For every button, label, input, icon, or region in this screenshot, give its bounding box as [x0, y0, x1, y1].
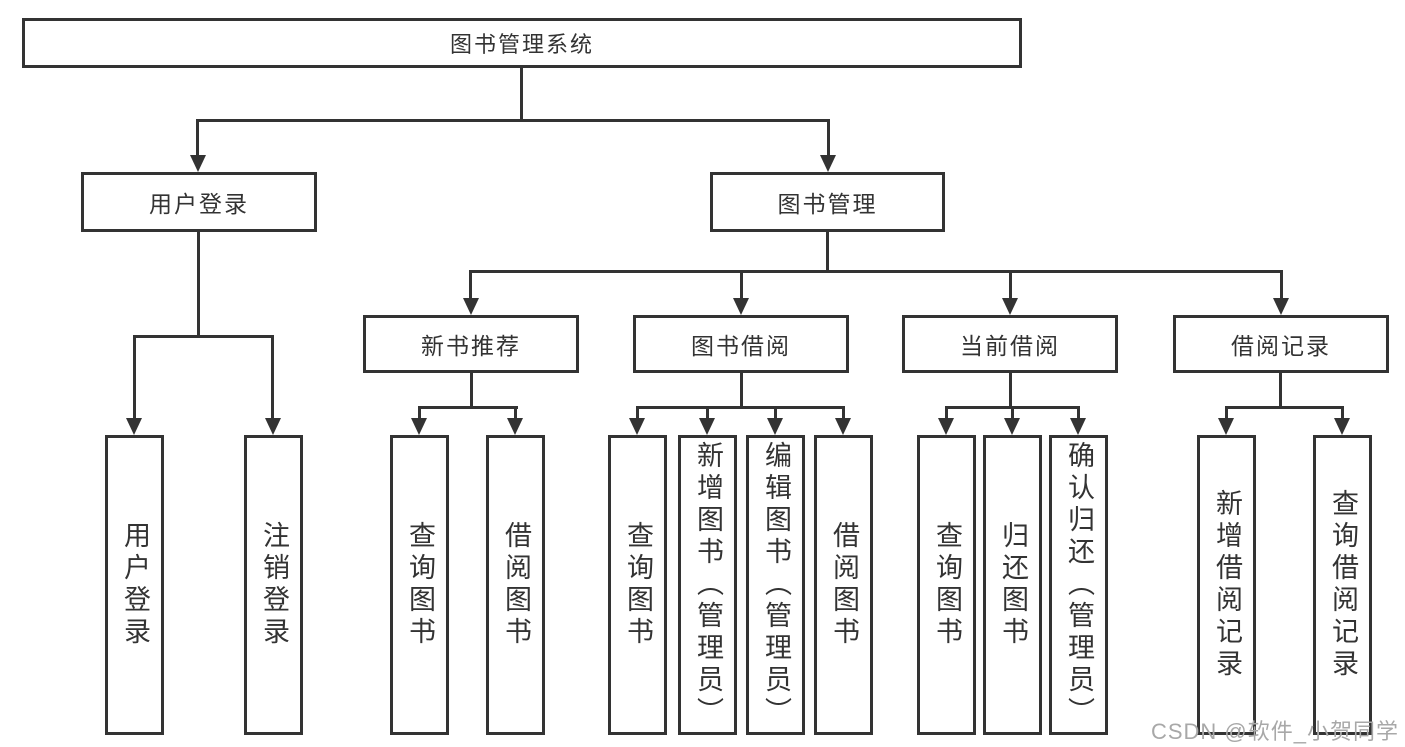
arrow-down	[1002, 298, 1018, 315]
arrow-down	[1334, 418, 1350, 435]
leaf-user-login: 用户登录	[105, 435, 164, 735]
connector-v	[706, 406, 709, 420]
node-book-borrow-label: 图书借阅	[691, 333, 791, 359]
node-root-label: 图书管理系统	[449, 32, 594, 57]
connector-h	[418, 406, 518, 409]
arrow-down	[265, 418, 281, 435]
connector-v	[520, 68, 523, 122]
leaf-borrow-query-book: 查询图书	[608, 435, 667, 735]
arrow-down	[463, 298, 479, 315]
connector-v	[469, 270, 472, 300]
leaf-edit-book-admin: 编辑图书（管理员）	[746, 435, 805, 735]
leaf-logout-label: 注销登录	[259, 521, 289, 649]
leaf-add-book-admin-label: 新增图书（管理员）	[693, 441, 723, 729]
arrow-down	[835, 418, 851, 435]
node-borrow-record: 借阅记录	[1173, 315, 1389, 373]
leaf-query-borrow-record-label: 查询借阅记录	[1328, 489, 1358, 681]
connector-v	[774, 406, 777, 420]
leaf-borrow-query-book-label: 查询图书	[623, 521, 653, 649]
leaf-add-borrow-record: 新增借阅记录	[1197, 435, 1256, 735]
arrow-down	[699, 418, 715, 435]
connector-v	[827, 119, 830, 158]
node-new-book-recommend: 新书推荐	[363, 315, 579, 373]
leaf-return-book-label: 归还图书	[998, 521, 1028, 649]
arrow-down	[190, 155, 206, 172]
leaf-recommend-query-book-label: 查询图书	[405, 521, 435, 649]
arrow-down	[126, 418, 142, 435]
leaf-recommend-borrow-book: 借阅图书	[486, 435, 545, 735]
connector-v	[740, 270, 743, 300]
connector-v	[1341, 406, 1344, 420]
leaf-logout: 注销登录	[244, 435, 303, 735]
connector-v	[196, 119, 199, 158]
node-borrow-record-label: 借阅记录	[1231, 333, 1331, 359]
arrow-down	[1218, 418, 1234, 435]
arrow-down	[1070, 418, 1086, 435]
node-current-borrow: 当前借阅	[902, 315, 1118, 373]
connector-v	[1279, 373, 1282, 409]
connector-v	[740, 373, 743, 409]
arrow-down	[767, 418, 783, 435]
node-current-borrow-label: 当前借阅	[960, 333, 1060, 359]
node-root-system: 图书管理系统	[22, 18, 1022, 68]
connector-v	[133, 335, 136, 420]
arrow-down	[938, 418, 954, 435]
arrow-down	[820, 155, 836, 172]
node-book-borrow: 图书借阅	[633, 315, 849, 373]
connector-v	[636, 406, 639, 420]
leaf-recommend-query-book: 查询图书	[390, 435, 449, 735]
csdn-watermark: CSDN @软件_小贺同学	[1150, 719, 1399, 744]
connector-v	[945, 406, 948, 420]
connector-v	[470, 373, 473, 409]
leaf-recommend-borrow-book-label: 借阅图书	[501, 521, 531, 649]
node-user-login-label: 用户登录	[149, 191, 249, 217]
connector-v	[1280, 270, 1283, 300]
node-book-management: 图书管理	[710, 172, 945, 232]
arrow-down	[629, 418, 645, 435]
leaf-borrow-book: 借阅图书	[814, 435, 873, 735]
leaf-current-query-book: 查询图书	[917, 435, 976, 735]
arrow-down	[1273, 298, 1289, 315]
arrow-down	[733, 298, 749, 315]
arrow-down	[1004, 418, 1020, 435]
leaf-current-query-book-label: 查询图书	[932, 521, 962, 649]
connector-v	[418, 406, 421, 420]
connector-v	[1077, 406, 1080, 420]
connector-v	[197, 232, 200, 338]
connector-v	[1011, 406, 1014, 420]
leaf-add-borrow-record-label: 新增借阅记录	[1212, 489, 1242, 681]
leaf-edit-book-admin-label: 编辑图书（管理员）	[761, 441, 791, 729]
node-user-login: 用户登录	[81, 172, 317, 232]
connector-h	[469, 270, 1282, 273]
leaf-add-book-admin: 新增图书（管理员）	[678, 435, 737, 735]
connector-h	[133, 335, 274, 338]
connector-v	[842, 406, 845, 420]
leaf-borrow-book-label: 借阅图书	[829, 521, 859, 649]
connector-v	[1009, 373, 1012, 409]
leaf-return-book: 归还图书	[983, 435, 1042, 735]
leaf-confirm-return-admin: 确认归还（管理员）	[1049, 435, 1108, 735]
connector-h	[1225, 406, 1344, 409]
leaf-user-login-label: 用户登录	[120, 521, 150, 649]
connector-v	[514, 406, 517, 420]
arrow-down	[507, 418, 523, 435]
node-book-management-label: 图书管理	[777, 191, 878, 217]
connector-h	[196, 119, 830, 122]
leaf-query-borrow-record: 查询借阅记录	[1313, 435, 1372, 735]
arrow-down	[411, 418, 427, 435]
node-new-book-recommend-label: 新书推荐	[421, 333, 521, 359]
connector-v	[826, 232, 829, 273]
leaf-confirm-return-admin-label: 确认归还（管理员）	[1064, 441, 1094, 729]
connector-h	[636, 406, 845, 409]
connector-v	[1009, 270, 1012, 300]
connector-v	[271, 335, 274, 420]
connector-v	[1225, 406, 1228, 420]
